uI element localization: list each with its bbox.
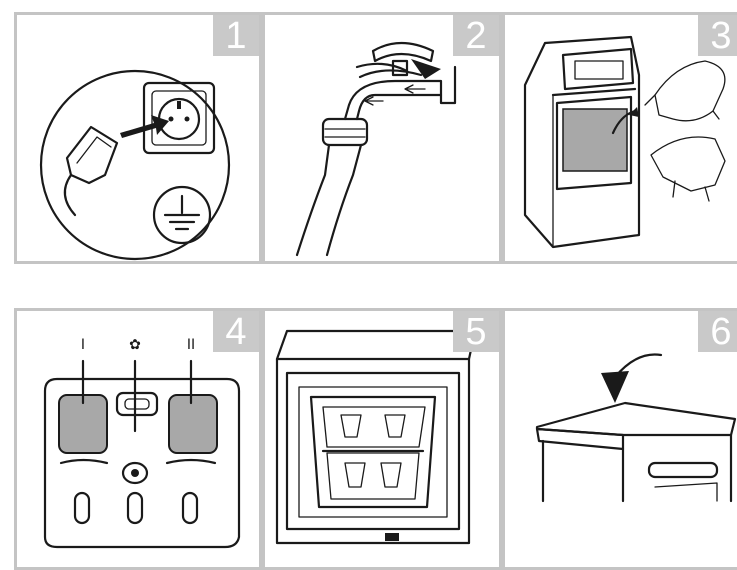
- softener-label: ✿: [129, 337, 141, 353]
- step-number-badge: 4: [213, 311, 259, 352]
- step-3-panel: 3: [502, 12, 737, 264]
- step-number-badge: 3: [698, 15, 737, 56]
- step-5-panel: 5: [262, 308, 502, 570]
- prewash-label: I: [81, 337, 85, 353]
- main-wash-label: II: [187, 337, 195, 353]
- step-1-panel: 1: [14, 12, 262, 264]
- step-4-panel: I ✿ II 4: [14, 308, 262, 570]
- step-2-panel: 2: [262, 12, 502, 264]
- step-6-panel: 6: [502, 308, 737, 570]
- step-number-badge: 2: [453, 15, 499, 56]
- step-number-badge: 6: [698, 311, 737, 352]
- step-number-badge: 5: [453, 311, 499, 352]
- step-number-badge: 1: [213, 15, 259, 56]
